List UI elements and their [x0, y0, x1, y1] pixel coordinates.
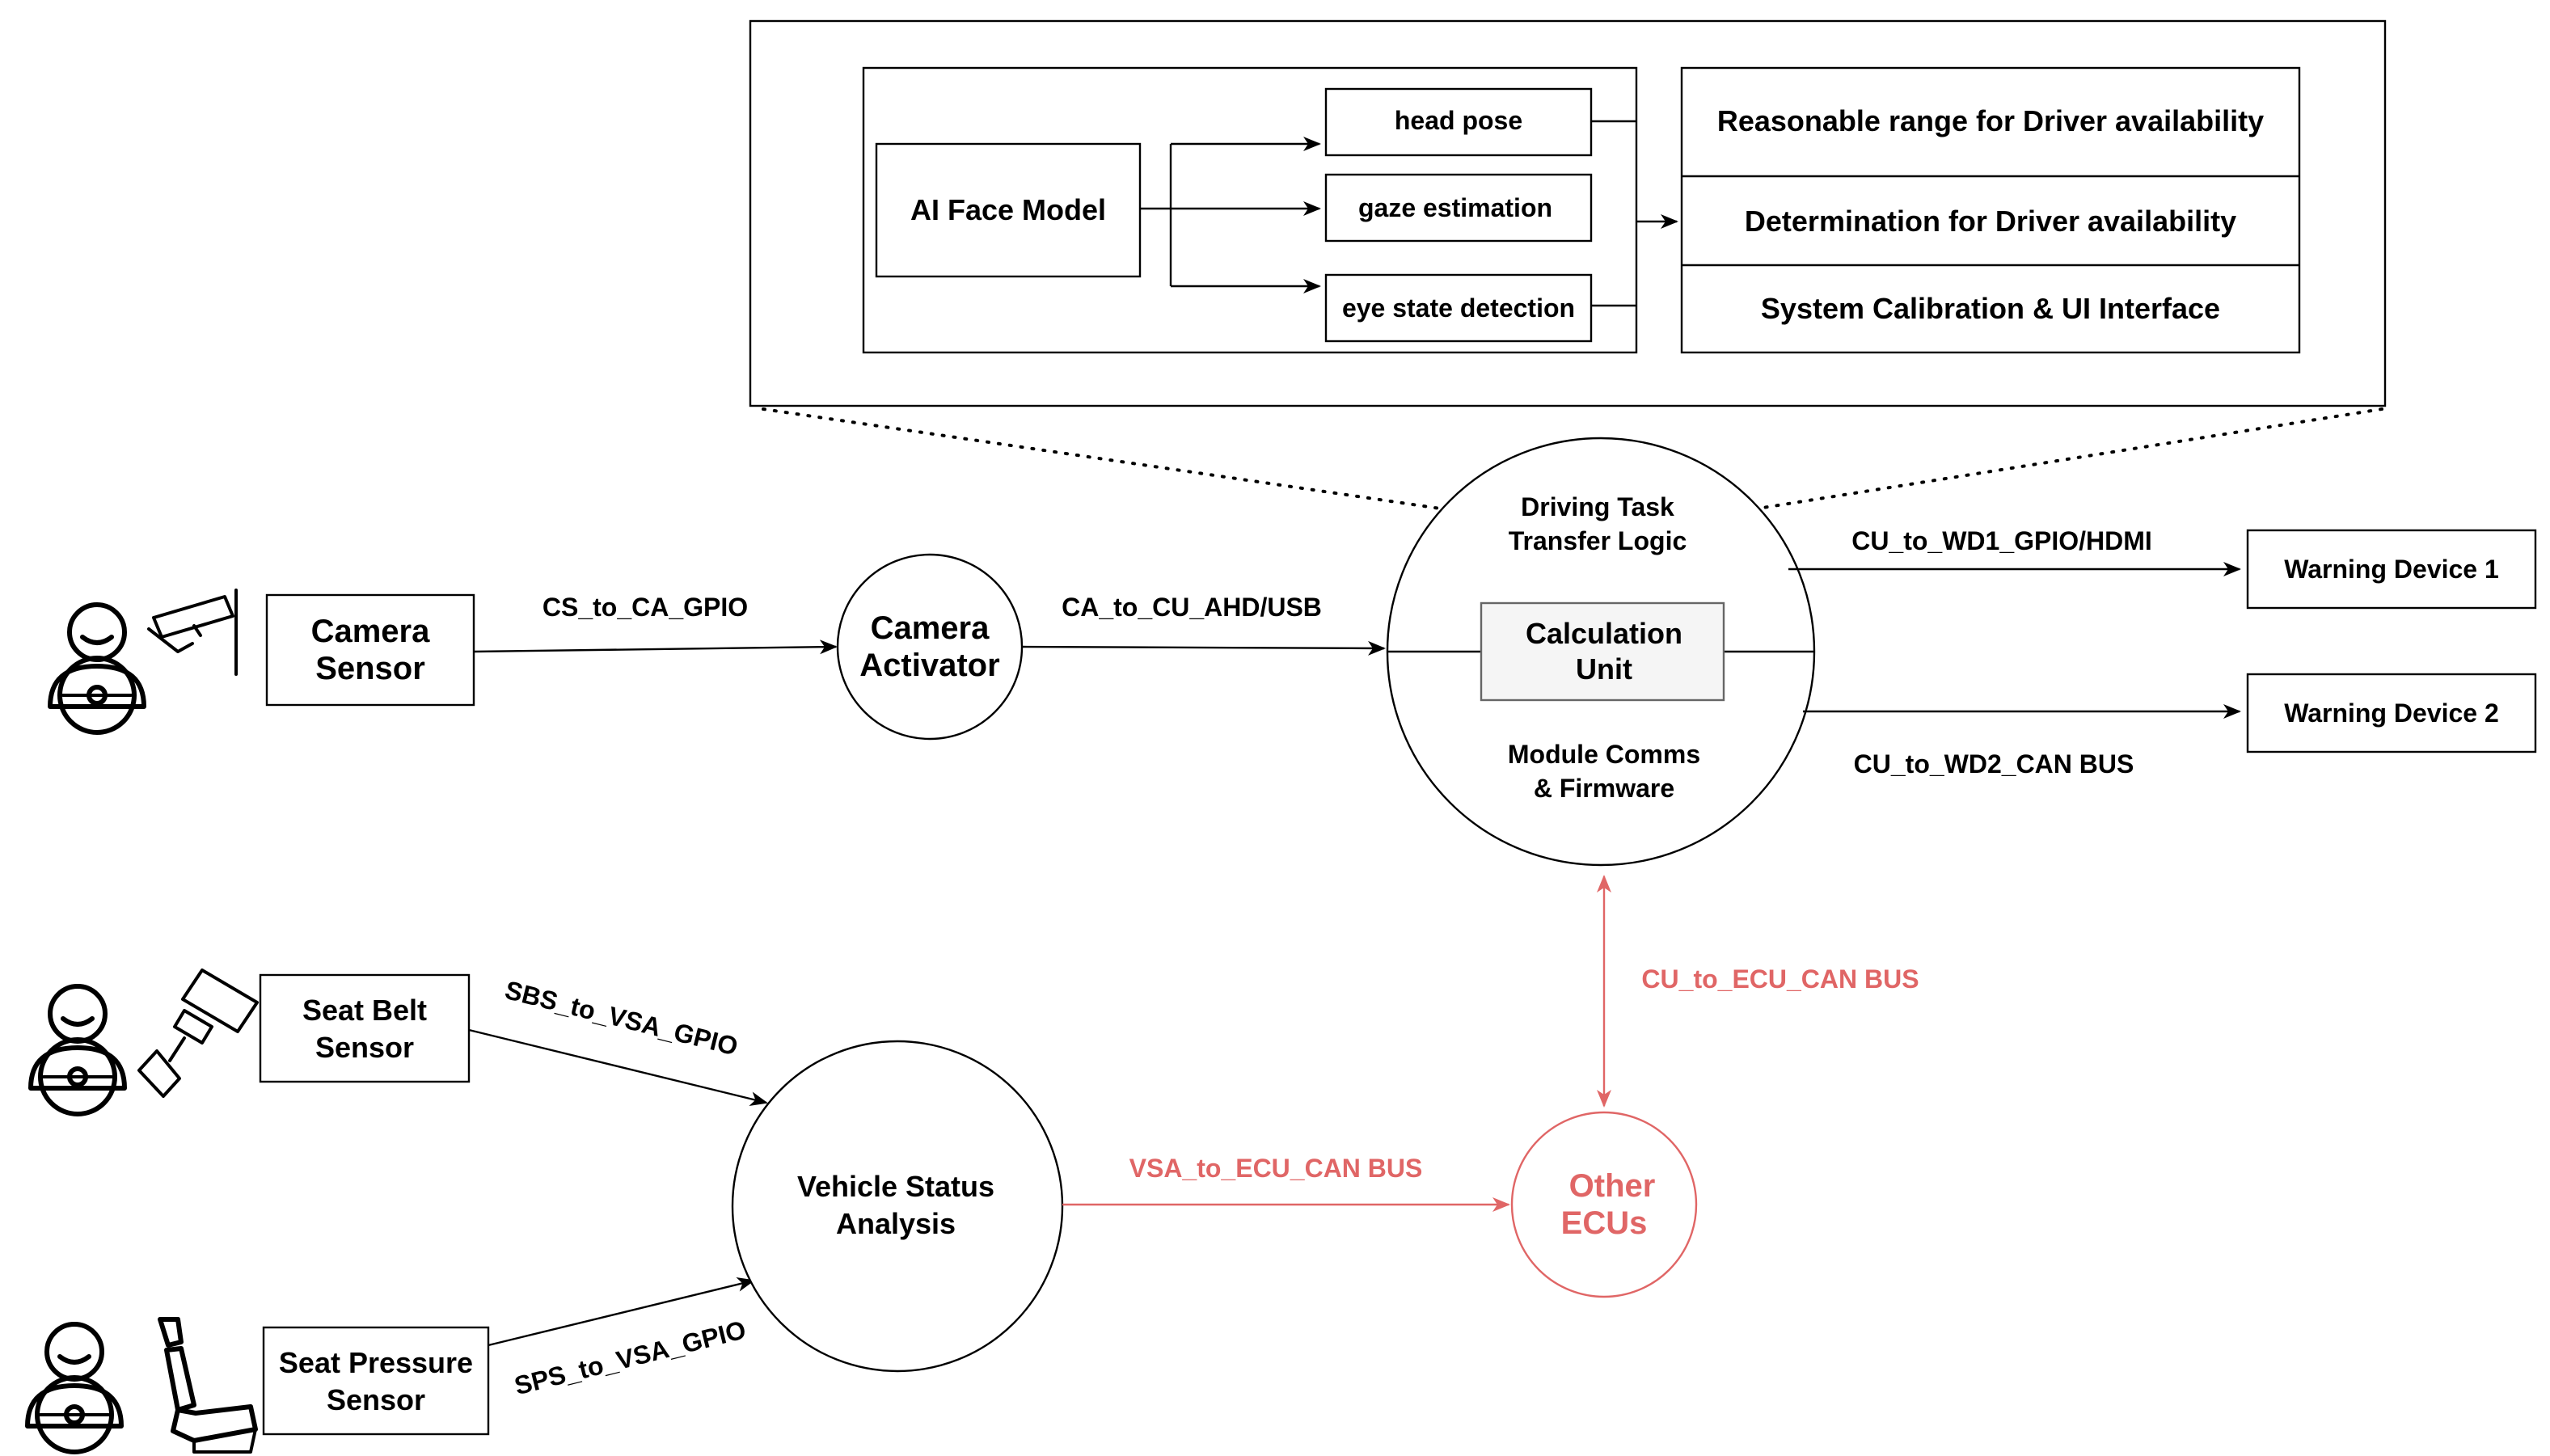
determination-label: Determination for Driver availability — [1745, 205, 2236, 238]
driving-task-label-line1: Driving Task — [1521, 492, 1674, 521]
calibration-label: System Calibration & UI Interface — [1761, 292, 2220, 325]
seat-belt-sensor-label-line1: Seat Belt — [302, 994, 427, 1027]
reasonable-range-label: Reasonable range for Driver availability — [1717, 104, 2264, 137]
sps-to-vsa-arrow — [488, 1277, 755, 1347]
gaze-estimation-box[interactable] — [1324, 173, 1593, 243]
zoom-connector-right — [1751, 407, 2383, 511]
module-comms-label-line2: & Firmware — [1534, 774, 1674, 803]
ai-face-model-label: AI Face Model — [910, 193, 1106, 226]
vehicle-status-label-line1: Vehicle Status — [797, 1170, 994, 1203]
camera-sensor-label-line1: Camera — [311, 614, 431, 649]
eye-state-detection-label: eye state detection — [1342, 293, 1575, 323]
driver-steering-wheel-icon — [25, 1322, 124, 1454]
camera-activator-label-line2: Activator — [859, 648, 999, 683]
vehicle-status-label-line2: Analysis — [836, 1207, 956, 1240]
calc-unit-label-line1: Calculation — [1526, 617, 1682, 650]
driver-steering-wheel-icon — [28, 984, 127, 1116]
cu-to-wd1-label: CU_to_WD1_GPIO/HDMI — [1851, 526, 2152, 555]
seat-belt-sensor-label-line2: Sensor — [315, 1031, 414, 1064]
sbs-to-vsa-arrow — [468, 1028, 768, 1106]
car-seat-icon — [158, 1317, 258, 1454]
camera-sensor-node[interactable] — [265, 593, 475, 707]
camera-activator-label-line1: Camera — [871, 610, 990, 646]
seat-pressure-sensor-label-line1: Seat Pressure — [279, 1346, 473, 1379]
warning-device-2-node[interactable] — [2246, 673, 2537, 753]
ca-to-cu-arrow — [1021, 640, 1386, 656]
availability-stack — [1680, 66, 2301, 354]
head-pose-label: head pose — [1395, 106, 1522, 135]
ai-face-model-box[interactable] — [875, 142, 1142, 278]
seat-belt-sensor-node[interactable] — [259, 973, 471, 1083]
seat-pressure-sensor-label-line2: Sensor — [327, 1383, 425, 1416]
driver-steering-wheel-icon — [48, 602, 146, 735]
ca-to-cu-label: CA_to_CU_AHD/USB — [1062, 593, 1322, 622]
cs-to-ca-arrow — [473, 639, 838, 655]
gaze-estimation-label: gaze estimation — [1358, 193, 1552, 222]
module-comms-label-line1: Module Comms — [1508, 740, 1700, 769]
surveillance-camera-icon — [147, 589, 238, 676]
cu-to-ecu-label: CU_to_ECU_CAN BUS — [1641, 964, 1919, 994]
seat-pressure-sensor-node[interactable] — [262, 1326, 490, 1436]
eye-state-detection-box[interactable] — [1324, 273, 1593, 343]
seat-belt-buckle-icon — [137, 969, 259, 1098]
other-ecus-node[interactable] — [1510, 1111, 1698, 1298]
warning-device-2-label: Warning Device 2 — [2284, 698, 2499, 728]
zoom-connector-left — [762, 407, 1447, 511]
camera-sensor-label-line2: Sensor — [315, 651, 425, 686]
cs-to-ca-label: CS_to_CA_GPIO — [543, 593, 748, 622]
other-ecus-label-line2: ECUs — [1561, 1205, 1648, 1241]
cu-to-wd2-label: CU_to_WD2_CAN BUS — [1854, 749, 2134, 779]
warning-device-1-label: Warning Device 1 — [2284, 555, 2499, 584]
zoom-panel: AI Face Model head pose gaze estimation … — [749, 19, 2387, 407]
vehicle-status-analysis-node[interactable] — [731, 1040, 1064, 1373]
calc-unit-label-line2: Unit — [1576, 652, 1632, 686]
calculation-unit-core-box[interactable] — [1480, 601, 1725, 702]
sps-to-vsa-label: SPS_to_VSA_GPIO — [512, 1315, 749, 1400]
driving-task-label-line2: Transfer Logic — [1509, 526, 1687, 555]
warning-device-1-node[interactable] — [2246, 529, 2537, 610]
sbs-to-vsa-label: SBS_to_VSA_GPIO — [502, 975, 741, 1061]
vsa-to-ecu-label: VSA_to_ECU_CAN BUS — [1129, 1154, 1423, 1183]
other-ecus-label-line1: Other — [1569, 1168, 1656, 1204]
camera-activator-node[interactable] — [836, 553, 1024, 741]
